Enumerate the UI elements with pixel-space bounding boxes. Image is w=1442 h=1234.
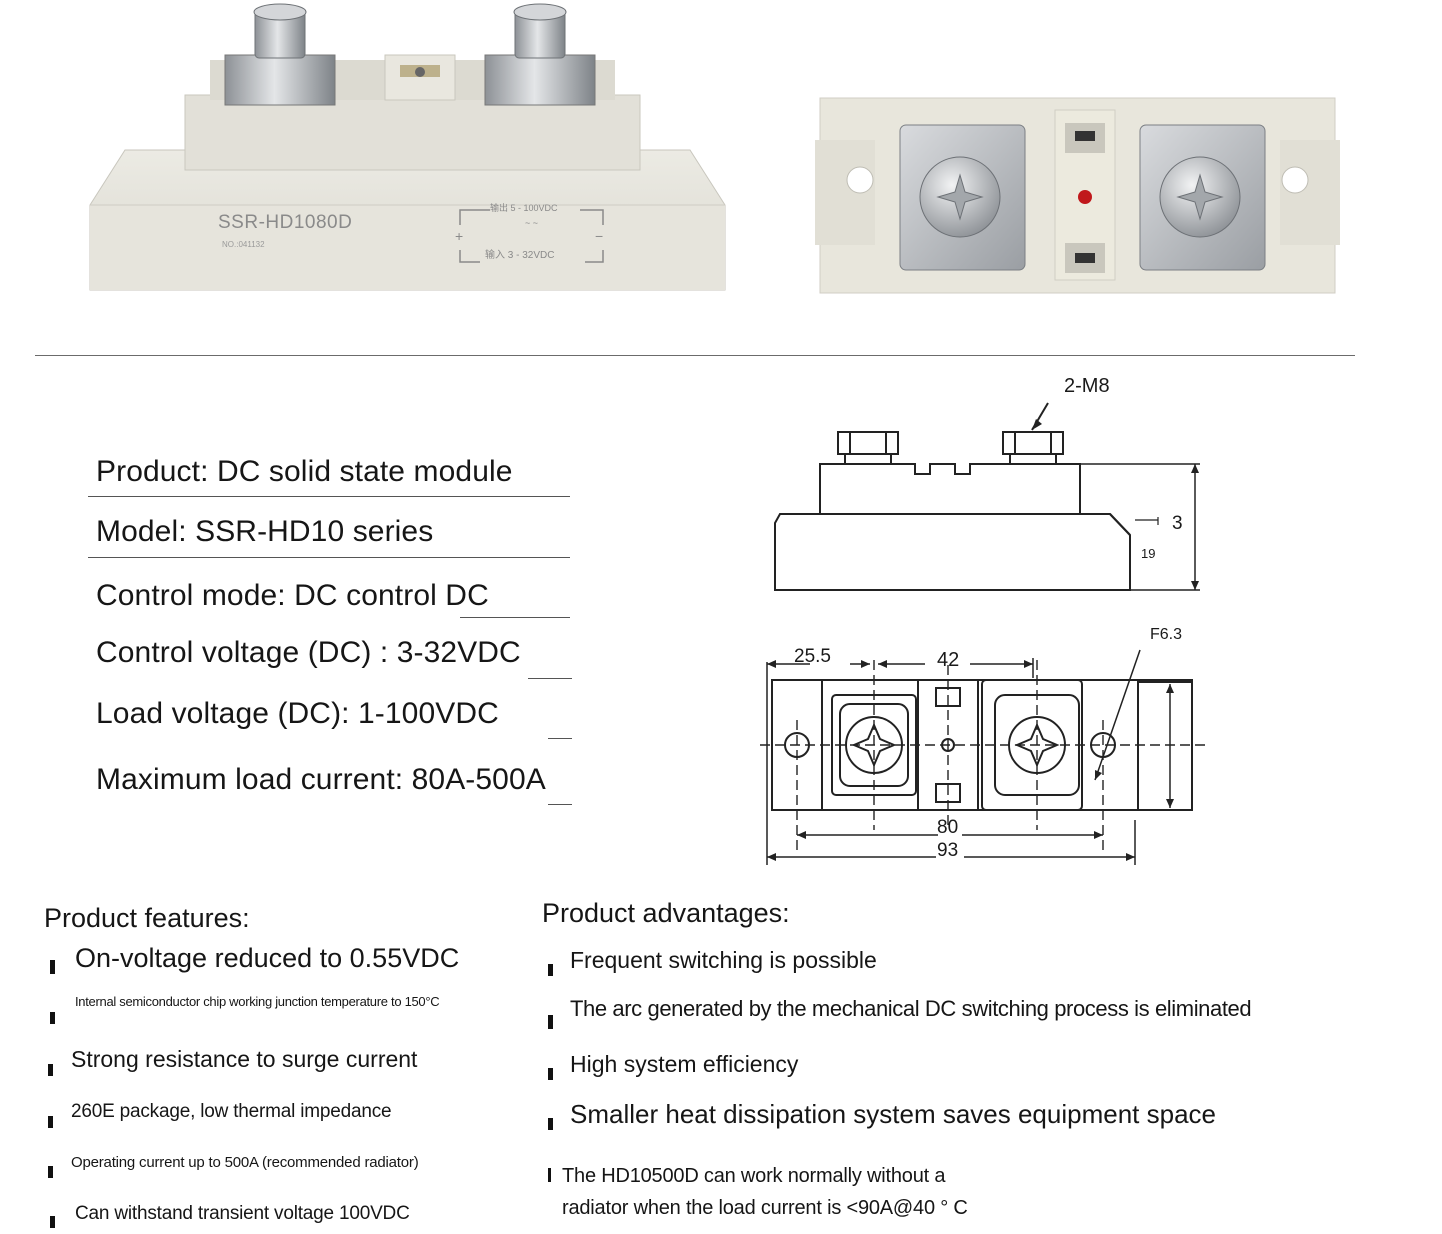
side-dim-top: 3 bbox=[1172, 513, 1183, 534]
feature-item-3: Strong resistance to surge current bbox=[71, 1046, 418, 1072]
advantage-item-1: Frequent switching is possible bbox=[570, 947, 877, 973]
advantage-bullet-3 bbox=[548, 1068, 553, 1080]
spec-underline-2 bbox=[88, 557, 570, 558]
front-output-label: 输出 5 - 100VDC bbox=[490, 203, 558, 213]
top-dim-left: 25.5 bbox=[794, 646, 831, 667]
features-title: Product features: bbox=[44, 903, 250, 933]
feature-bullet-5 bbox=[48, 1166, 53, 1178]
spec-max-current: Maximum load current: 80A-500A bbox=[96, 763, 546, 796]
spec-control-voltage: Control voltage (DC) : 3-32VDC bbox=[96, 636, 521, 669]
advantage-item-5: The HD10500D can work normally without a bbox=[562, 1165, 946, 1187]
advantage-item-4: Smaller heat dissipation system saves eq… bbox=[570, 1099, 1216, 1129]
advantage-item-3: High system efficiency bbox=[570, 1051, 799, 1077]
spec-product: Product: DC solid state module bbox=[96, 455, 513, 488]
spec-underline-6 bbox=[548, 804, 572, 805]
top-dim-outer: 93 bbox=[937, 840, 959, 861]
top-view-lines bbox=[760, 649, 1210, 865]
module-top-illustration bbox=[815, 97, 1340, 294]
feature-bullet-2 bbox=[50, 1012, 55, 1024]
feature-item-4: 260E package, low thermal impedance bbox=[71, 1101, 392, 1122]
drawing-top-view: 25.5 42 F6.3 80 93 bbox=[750, 620, 1230, 870]
spec-underline-5 bbox=[548, 738, 572, 739]
front-ac-label: ~ ~ bbox=[525, 218, 539, 228]
drawing-side-view: 2-M8 3 19 bbox=[760, 375, 1220, 600]
advantages-title: Product advantages: bbox=[542, 898, 790, 928]
photo-module-top bbox=[815, 95, 1340, 295]
spec-underline-3 bbox=[460, 617, 570, 618]
feature-bullet-6 bbox=[50, 1216, 55, 1228]
top-dim-center: 42 bbox=[937, 649, 960, 671]
feature-item-2: Internal semiconductor chip working junc… bbox=[75, 994, 440, 1009]
section-divider bbox=[35, 355, 1355, 356]
feature-item-1: On-voltage reduced to 0.55VDC bbox=[75, 943, 460, 973]
side-view-lines bbox=[774, 402, 1200, 591]
side-dim-height: 19 bbox=[1141, 546, 1156, 561]
spec-control-mode: Control mode: DC control DC bbox=[96, 579, 489, 612]
advantage-item-2: The arc generated by the mechanical DC s… bbox=[570, 996, 1252, 1021]
module-front-illustration bbox=[89, 3, 726, 291]
feature-bullet-3 bbox=[48, 1064, 53, 1076]
front-plus-symbol: + bbox=[455, 228, 464, 244]
spec-load-voltage: Load voltage (DC): 1-100VDC bbox=[96, 697, 499, 730]
top-dim-inner: 80 bbox=[937, 817, 959, 838]
spec-model: Model: SSR-HD10 series bbox=[96, 515, 434, 548]
front-model-text: SSR-HD1080D bbox=[218, 212, 353, 233]
feature-item-6: Can withstand transient voltage 100VDC bbox=[75, 1203, 410, 1224]
front-serial-text: NO.:041132 bbox=[222, 240, 265, 249]
front-minus-symbol: − bbox=[595, 228, 604, 244]
advantage-item-5b: radiator when the load current is <90A@4… bbox=[562, 1197, 968, 1219]
advantage-bullet-2 bbox=[548, 1015, 553, 1029]
spec-underline-1 bbox=[88, 496, 570, 497]
side-screw-label: 2-M8 bbox=[1064, 375, 1110, 397]
top-hole-label: F6.3 bbox=[1150, 626, 1183, 643]
advantage-bullet-1 bbox=[548, 964, 553, 976]
feature-bullet-4 bbox=[48, 1116, 53, 1128]
spec-underline-4 bbox=[528, 678, 572, 679]
front-input-label: 输入 3 - 32VDC bbox=[485, 250, 555, 261]
feature-bullet-1 bbox=[50, 960, 55, 974]
photo-module-front: SSR-HD1080D NO.:041132 输出 5 - 100VDC ~ ~… bbox=[85, 0, 730, 300]
feature-item-5: Operating current up to 500A (recommende… bbox=[71, 1154, 419, 1171]
advantage-bullet-4 bbox=[548, 1118, 553, 1130]
advantage-bullet-5 bbox=[548, 1168, 551, 1182]
